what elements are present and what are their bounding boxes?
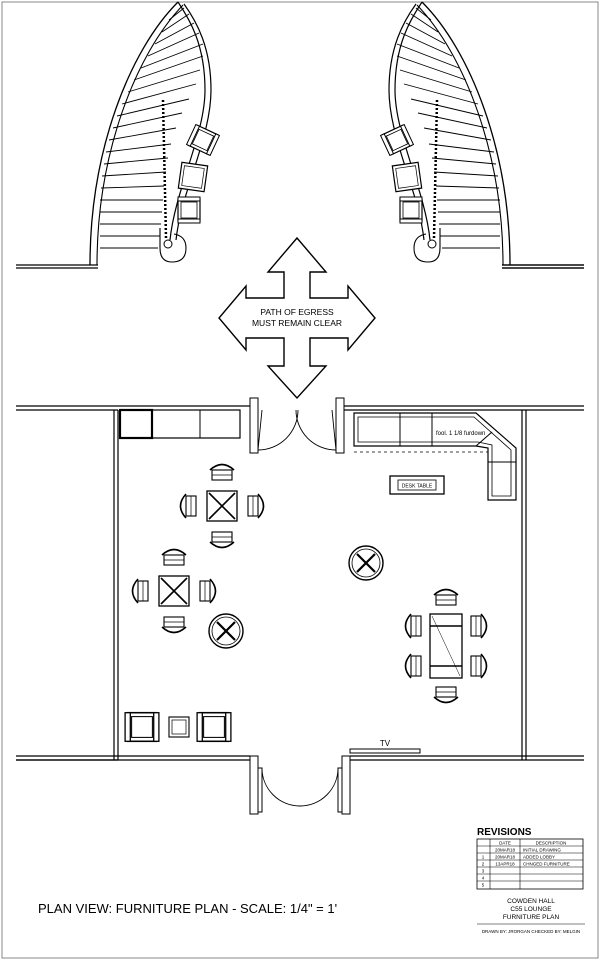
lounge-seating — [124, 711, 232, 743]
revision-desc: CHNGED FURNITURE — [523, 862, 570, 867]
revision-num: 1 — [482, 855, 485, 860]
tv: TV — [349, 739, 421, 754]
table-set-3 — [404, 588, 488, 704]
desk-label: DESK TABLE — [402, 484, 433, 490]
bottom-double-door — [249, 755, 351, 815]
revisions-heading: REVISIONS — [477, 827, 532, 838]
desk-table: DESK TABLE — [389, 475, 445, 495]
revision-num: 5 — [482, 883, 485, 888]
revision-date: 13APR18 — [495, 862, 515, 867]
revision-date: 20MAR18 — [495, 855, 516, 860]
l-bench: fool. 1 1/8 furdown — [353, 412, 517, 501]
revision-desc: ADDED LOBBY — [523, 855, 555, 860]
revision-num: 2 — [482, 862, 485, 867]
title-block: COWDEN HALL C55 LOUNGE FURNITURE PLAN DR… — [477, 898, 585, 934]
revision-desc: INITIAL DRAWING — [523, 848, 561, 853]
right-stair — [379, 1, 584, 269]
round-table-2 — [207, 612, 245, 650]
revisions-col-desc: DESCRIPTION — [536, 841, 567, 846]
plan-title: PLAN VIEW: FURNITURE PLAN - SCALE: 1/4" … — [38, 901, 337, 916]
soffit-note: fool. 1 1/8 furdown — [436, 431, 485, 437]
left-stair — [16, 1, 221, 269]
title-block-line2: C55 LOUNGE — [510, 906, 552, 913]
title-block-credits: DRAWN BY: JRORGAN CHECKED BY: MELGIN — [482, 929, 580, 934]
egress-arrow: PATH OF EGRESS MUST REMAIN CLEAR — [218, 236, 376, 400]
revision-num: 3 — [482, 869, 485, 874]
table-set-1 — [179, 463, 265, 549]
revisions-col-date: DATE — [499, 841, 511, 846]
tv-label: TV — [380, 739, 391, 748]
top-double-door — [257, 409, 337, 451]
egress-label-line2: MUST REMAIN CLEAR — [252, 318, 342, 328]
counter-top-left — [118, 408, 241, 440]
room-walls — [16, 397, 584, 761]
egress-label-line1: PATH OF EGRESS — [260, 307, 334, 317]
title-block-line3: FURNITURE PLAN — [503, 914, 560, 921]
revision-date: 20MAR18 — [495, 848, 516, 853]
title-block-line1: COWDEN HALL — [507, 898, 555, 905]
revisions-table: REVISIONS DATE DESCRIPTION 20MAR18 INITI… — [476, 827, 584, 890]
revision-num: 4 — [482, 876, 485, 881]
round-table-1 — [347, 544, 385, 582]
table-set-2 — [131, 548, 217, 634]
